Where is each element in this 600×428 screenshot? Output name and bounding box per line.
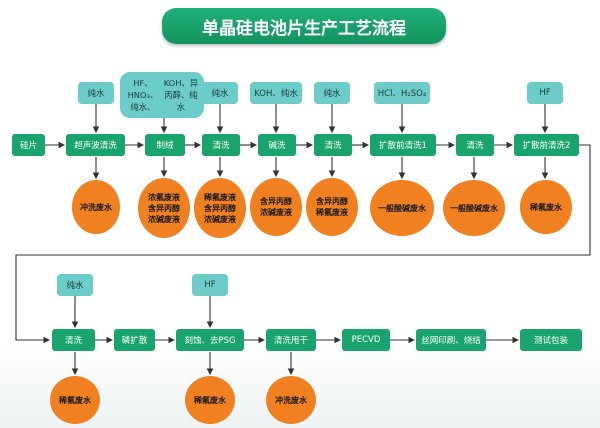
input-texturing-chemicals: HF、HNO₃、纯水、 KOH、异丙醇、纯水 bbox=[120, 72, 204, 118]
waste-alkali-wash: 含异丙醇浓碱废液 bbox=[250, 178, 302, 236]
step-phosphorus-diffusion: 磷扩散 bbox=[114, 329, 155, 351]
step-clean: 清洗 bbox=[456, 134, 494, 156]
waste-clean-2: 含异丙醇稀氟废液 bbox=[306, 178, 358, 236]
input-hf: HF bbox=[527, 82, 563, 104]
step-ultrasonic-clean: 超声波清洗 bbox=[66, 134, 125, 156]
waste-texturing: 浓氟废液含异丙醇浓碱废液 bbox=[138, 178, 190, 238]
step-alkali-wash: 碱洗 bbox=[258, 134, 296, 156]
step-etching-remove-psg: 刻蚀、去PSG bbox=[176, 329, 244, 351]
waste-general-acid-alkali: 一般酸碱废水 bbox=[370, 180, 434, 236]
step-test-packaging: 测试包装 bbox=[520, 329, 582, 351]
step-screen-printing-sintering: 丝网印刷、烧结 bbox=[416, 329, 486, 351]
step-clean: 清洗 bbox=[314, 134, 352, 156]
page-title: 单晶硅电池片生产工艺流程 bbox=[162, 8, 446, 44]
input-pure-water: 纯水 bbox=[202, 82, 238, 104]
waste-rinse-water: 冲洗废水 bbox=[72, 180, 120, 234]
step-clean: 清洗 bbox=[52, 329, 95, 351]
input-pure-water: 纯水 bbox=[78, 82, 114, 104]
input-pure-water: 纯水 bbox=[314, 82, 350, 104]
waste-dilute-fluoride: 稀氟废水 bbox=[50, 376, 100, 424]
waste-clean-1: 稀氟废液含异丙醇浓碱废液 bbox=[194, 178, 246, 238]
step-pre-diffusion-clean-1: 扩散前清洗1 bbox=[370, 134, 436, 156]
step-pecvd: PECVD bbox=[342, 329, 390, 351]
row-connector-arrow bbox=[15, 144, 591, 344]
waste-general-acid-alkali: 一般酸碱废水 bbox=[443, 180, 505, 236]
input-hf: HF bbox=[192, 274, 228, 296]
step-clean-spin-dry: 清洗甩干 bbox=[266, 329, 316, 351]
waste-dilute-fluoride: 稀氟废水 bbox=[520, 180, 572, 234]
input-koh-pure-water: KOH、纯水 bbox=[250, 82, 302, 104]
step-clean: 清洗 bbox=[202, 134, 240, 156]
waste-rinse-water: 冲洗废水 bbox=[266, 376, 316, 424]
step-pre-diffusion-clean-2: 扩散前清洗2 bbox=[514, 134, 579, 156]
start-node: 硅片 bbox=[12, 134, 45, 156]
input-pure-water: 纯水 bbox=[57, 274, 93, 296]
input-hcl-h2so4: HCl、H₂SO₄ bbox=[374, 82, 430, 104]
waste-dilute-fluoride: 稀氟废水 bbox=[185, 376, 235, 424]
step-texturing: 制绒 bbox=[145, 134, 185, 156]
